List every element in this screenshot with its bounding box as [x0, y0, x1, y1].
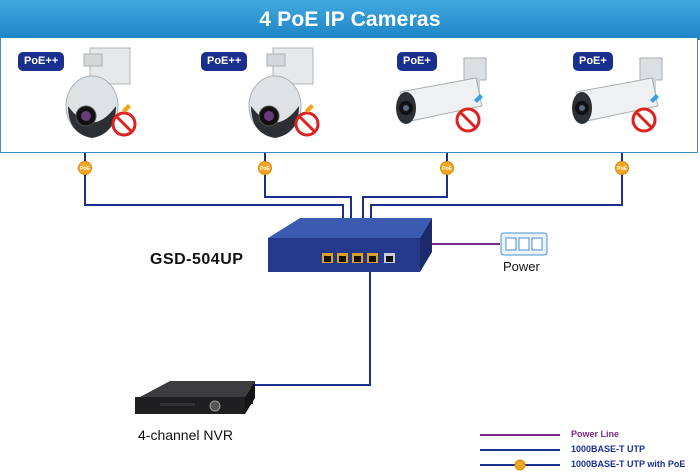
poe-switch-icon — [268, 218, 432, 272]
power-outlet-icon — [500, 232, 548, 256]
legend-power-line: Power Line — [571, 429, 620, 439]
page-title: 4 PoE IP Cameras — [259, 8, 441, 31]
bullet-camera-icon — [572, 57, 663, 133]
title-banner — [0, 0, 700, 40]
utp-link-nvr — [251, 265, 371, 404]
poe-marker: PoE — [615, 161, 629, 175]
utp-link-camera-4 — [370, 153, 623, 222]
legend — [480, 434, 560, 471]
svg-text:PoE: PoE — [80, 166, 90, 172]
poe-badge-camera-4: PoE+ — [573, 52, 613, 71]
utp-link-camera-2 — [264, 153, 352, 222]
legend-utp-poe: 1000BASE-T UTP with PoE — [571, 459, 686, 469]
svg-text:PoE: PoE — [260, 166, 270, 172]
switch-model-label: GSD-504UP — [150, 251, 244, 268]
poe-badge-camera-1: PoE++ — [18, 52, 65, 71]
poe-marker: PoE — [78, 161, 92, 175]
poe-marker: PoE — [440, 161, 454, 175]
poe-badge-camera-2: PoE++ — [201, 52, 248, 71]
bullet-camera-icon — [396, 57, 487, 133]
svg-text:PoE: PoE — [442, 166, 452, 172]
utp-link-camera-1 — [84, 153, 344, 222]
power-label: Power — [503, 259, 540, 274]
poe-badge-camera-3: PoE+ — [397, 52, 437, 71]
nvr-recorder-icon — [135, 381, 255, 414]
nvr-label: 4-channel NVR — [138, 427, 233, 443]
ptz-dome-camera-icon — [248, 47, 320, 138]
poe-marker: PoE — [258, 161, 272, 175]
utp-link-camera-3 — [362, 153, 448, 222]
svg-text:PoE: PoE — [617, 166, 627, 172]
legend-utp: 1000BASE-T UTP — [571, 444, 646, 454]
ptz-dome-camera-icon — [65, 47, 137, 138]
